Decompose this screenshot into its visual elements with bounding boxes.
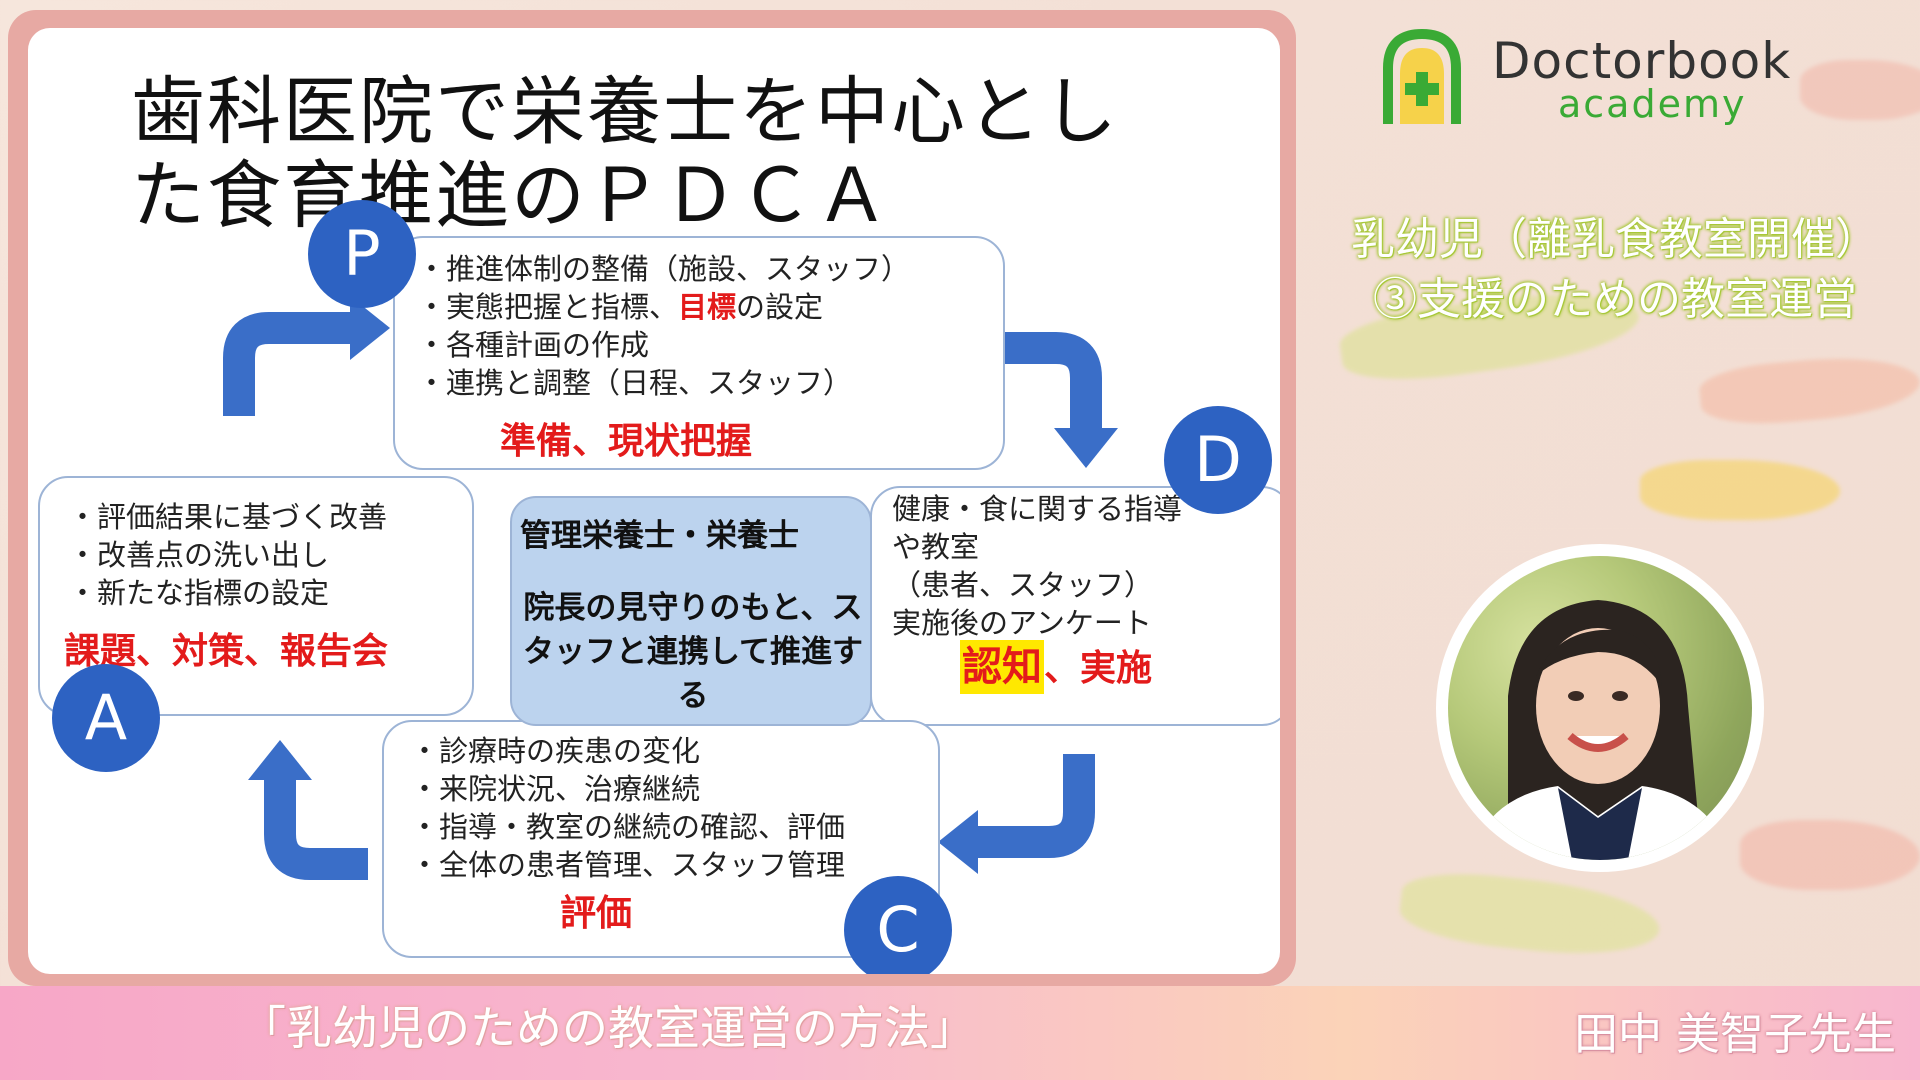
do-key: 認知、実施 xyxy=(960,634,1152,692)
do-box: 健康・食に関する指導 や教室 （患者、スタッフ） 実施後のアンケート 認知、実施 xyxy=(870,486,1280,726)
act-item: ・評価結果に基づく改善 xyxy=(68,498,387,536)
do-item: 健康・食に関する指導 xyxy=(892,490,1182,528)
arrow-check-to-act xyxy=(280,780,368,864)
check-key: 評価 xyxy=(560,884,632,936)
arrow-plan-to-do-head xyxy=(1054,428,1118,468)
slide-frame: 歯科医院で栄養士を中心とし た食育推進のＰＤＣＡ ・推進体制の整備（施設、スタッ… xyxy=(8,10,1296,986)
plan-item-red: 目標 xyxy=(678,290,736,324)
act-circle: A xyxy=(52,664,160,772)
arrow-do-to-check xyxy=(978,754,1079,842)
bg-splotch xyxy=(1397,867,1663,964)
plan-item: ・実態把握と指標、目標の設定 xyxy=(417,288,910,326)
do-key-highlight: 認知 xyxy=(960,640,1044,694)
arrow-act-to-plan xyxy=(239,328,350,416)
center-role: 管理栄養士・栄養士 xyxy=(520,510,799,555)
topic-line1: 乳幼児（離乳食教室開催） xyxy=(1310,210,1920,270)
plan-item-pre: ・実態把握と指標、 xyxy=(417,290,678,324)
check-item: ・診療時の疾患の変化 xyxy=(410,732,845,770)
plan-item: ・連携と調整（日程、スタッフ） xyxy=(417,364,910,402)
check-item: ・全体の患者管理、スタッフ管理 xyxy=(410,846,845,884)
do-item: や教室 xyxy=(892,528,1182,566)
act-item: ・新たな指標の設定 xyxy=(68,574,387,612)
check-item: ・指導・教室の継続の確認、評価 xyxy=(410,808,845,846)
center-box: 管理栄養士・栄養士 院長の見守りのもと、スタッフと連携して推進する xyxy=(510,496,872,726)
presenter-photo-image xyxy=(1448,556,1752,860)
plan-box: ・推進体制の整備（施設、スタッフ） ・実態把握と指標、目標の設定 ・各種計画の作… xyxy=(393,236,1005,470)
arrow-do-to-check-head xyxy=(938,810,978,874)
bg-splotch xyxy=(1698,351,1920,430)
bg-splotch xyxy=(1800,60,1920,120)
plan-item: ・各種計画の作成 xyxy=(417,326,910,364)
arrow-check-to-act-head xyxy=(248,740,312,780)
presenter-name: 田中 美智子先生 xyxy=(1574,998,1896,1062)
topic-line2: ③支援のための教室運営 xyxy=(1310,270,1920,330)
act-item: ・改善点の洗い出し xyxy=(68,536,387,574)
check-circle: C xyxy=(844,876,952,974)
brand-sub: academy xyxy=(1558,82,1746,126)
topic-heading: 乳幼児（離乳食教室開催） ③支援のための教室運営 xyxy=(1310,210,1920,330)
center-desc: 院長の見守りのもと、スタッフと連携して推進する xyxy=(520,586,866,718)
lecture-title: 「乳幼児のための教室運営の方法」 xyxy=(240,992,976,1058)
plan-item: ・推進体制の整備（施設、スタッフ） xyxy=(417,250,910,288)
bg-splotch xyxy=(1740,820,1920,890)
plan-circle: P xyxy=(308,200,416,308)
bg-splotch xyxy=(1640,460,1840,520)
plan-item-post: の設定 xyxy=(736,290,823,324)
presenter-photo xyxy=(1436,544,1764,872)
check-item: ・来院状況、治療継続 xyxy=(410,770,845,808)
do-key-rest: 、実施 xyxy=(1044,648,1152,689)
plan-key: 準備、現状把握 xyxy=(500,412,752,464)
do-circle: D xyxy=(1164,406,1272,514)
do-item: （患者、スタッフ） xyxy=(892,566,1182,604)
slide: 歯科医院で栄養士を中心とし た食育推進のＰＤＣＡ ・推進体制の整備（施設、スタッ… xyxy=(28,28,1280,974)
